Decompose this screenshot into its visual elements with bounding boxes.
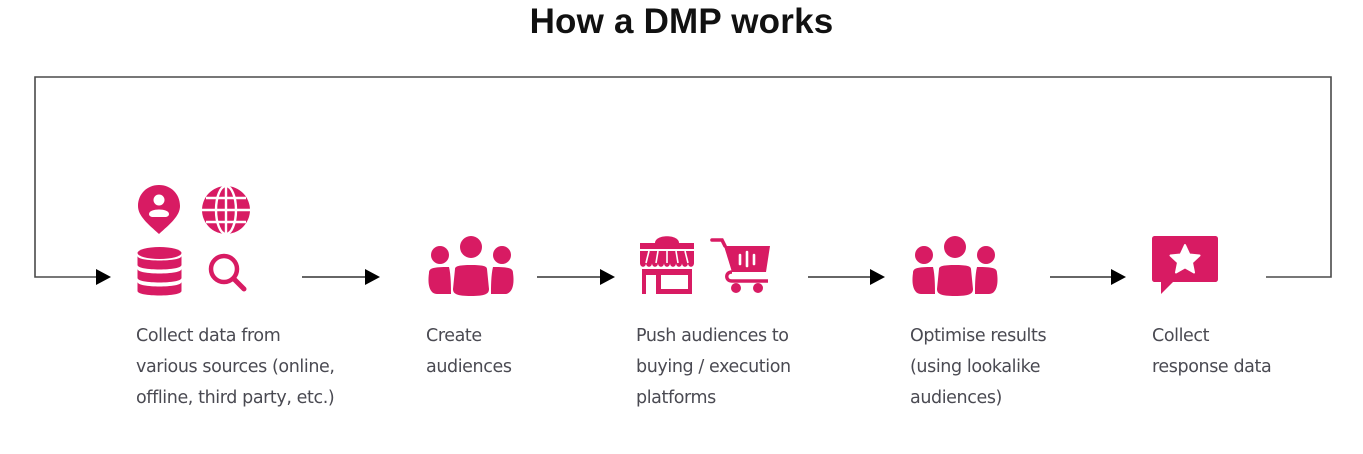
step-2-label: Create audiences xyxy=(426,326,512,377)
step-1-label: Collect data from various sources (onlin… xyxy=(136,326,335,408)
step-5-label: Collect response data xyxy=(1152,326,1272,377)
arrowhead-step-4-to-5 xyxy=(1111,269,1126,285)
loop-back-arrowhead xyxy=(96,269,111,285)
database-icon xyxy=(137,247,182,296)
map-pin-user-icon xyxy=(138,185,180,234)
arrowhead-step-3-to-4 xyxy=(870,269,885,285)
shopping-cart-icon xyxy=(710,238,770,293)
step-4-label: Optimise results (using lookalike audien… xyxy=(910,326,1047,408)
globe-icon xyxy=(202,185,250,235)
arrowhead-step-2-to-3 xyxy=(600,269,615,285)
audience-group-icon xyxy=(912,236,998,296)
audience-group-icon xyxy=(428,236,514,296)
diagram-title: How a DMP works xyxy=(529,2,834,41)
arrowhead-step-1-to-2 xyxy=(365,269,380,285)
search-icon xyxy=(208,253,247,292)
star-feedback-bubble-icon xyxy=(1152,236,1218,294)
loop-back-line xyxy=(34,76,1332,278)
step-3-label: Push audiences to buying / execution pla… xyxy=(636,326,791,408)
storefront-icon xyxy=(640,236,694,294)
